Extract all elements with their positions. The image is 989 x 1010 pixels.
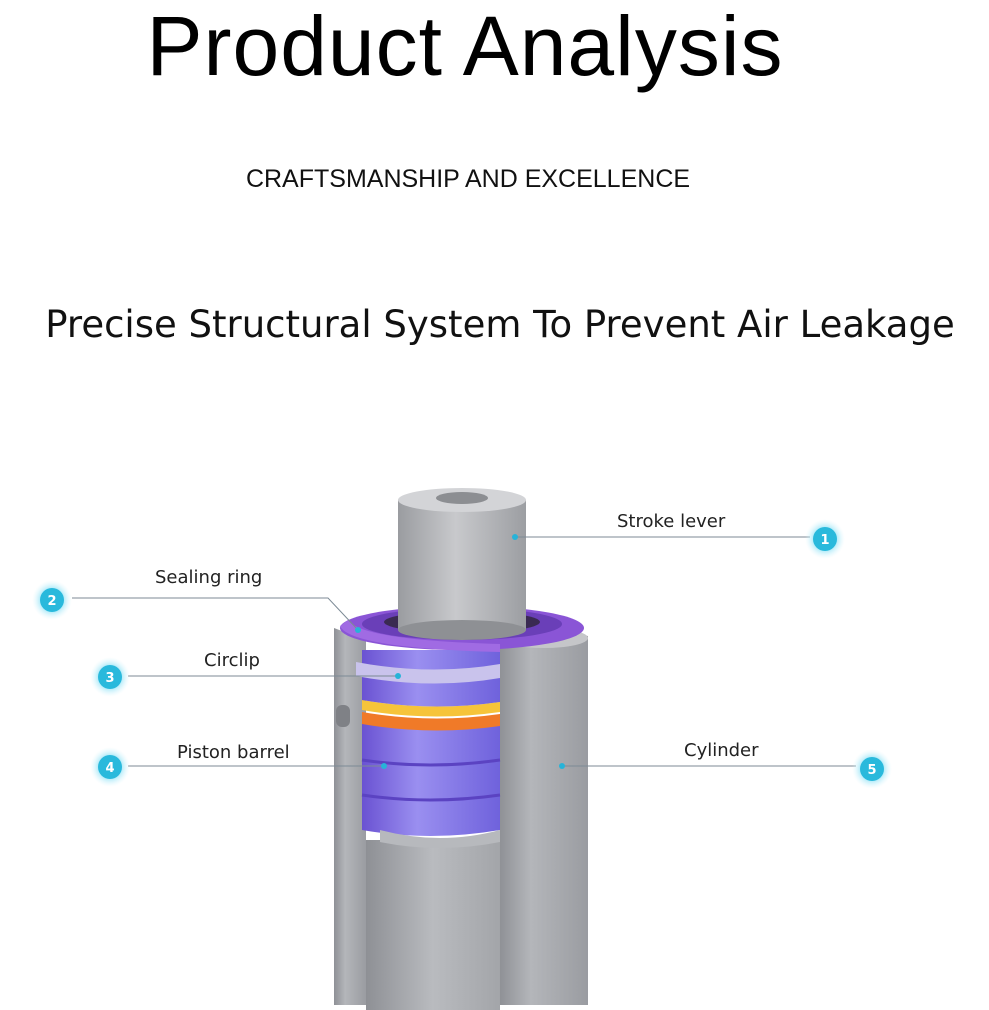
callout-label-stroke-lever: Stroke lever bbox=[617, 511, 726, 532]
leader-dots bbox=[355, 534, 565, 769]
ring-orange bbox=[362, 712, 500, 731]
callout-label-cylinder: Cylinder bbox=[684, 740, 759, 761]
badge-2-number: 2 bbox=[47, 594, 56, 609]
badge-4-number: 4 bbox=[105, 761, 114, 776]
cylinder-wall-left bbox=[334, 628, 366, 1005]
page-headline: Precise Structural System To Prevent Air… bbox=[45, 303, 955, 346]
badge-3-number: 3 bbox=[105, 671, 114, 686]
page-subtitle: CRAFTSMANSHIP AND EXCELLENCE bbox=[245, 165, 691, 193]
leader-line-2 bbox=[72, 597, 359, 631]
cylinder-notch bbox=[336, 705, 350, 727]
badge-1-number: 1 bbox=[820, 533, 829, 548]
piston-barrel bbox=[362, 720, 500, 836]
badge-4: 4 bbox=[90, 747, 130, 787]
page-title: Product Analysis bbox=[146, 0, 784, 93]
badge-2: 2 bbox=[32, 580, 72, 620]
badge-3: 3 bbox=[90, 657, 130, 697]
callout-label-sealing-ring: Sealing ring bbox=[155, 567, 263, 588]
ring-yellow bbox=[362, 700, 500, 717]
callout-label-piston-barrel: Piston barrel bbox=[177, 742, 290, 763]
badge-5: 5 bbox=[852, 749, 892, 789]
stroke-lever bbox=[398, 500, 526, 630]
badge-1: 1 bbox=[805, 519, 845, 559]
cylinder-bore bbox=[366, 840, 500, 1010]
callout-label-circlip: Circlip bbox=[204, 650, 260, 671]
piston-bottom bbox=[380, 830, 500, 848]
circlip bbox=[356, 662, 500, 684]
badge-5-number: 5 bbox=[867, 763, 876, 778]
cylinder-body bbox=[500, 632, 588, 1005]
leader-lines bbox=[72, 536, 856, 767]
